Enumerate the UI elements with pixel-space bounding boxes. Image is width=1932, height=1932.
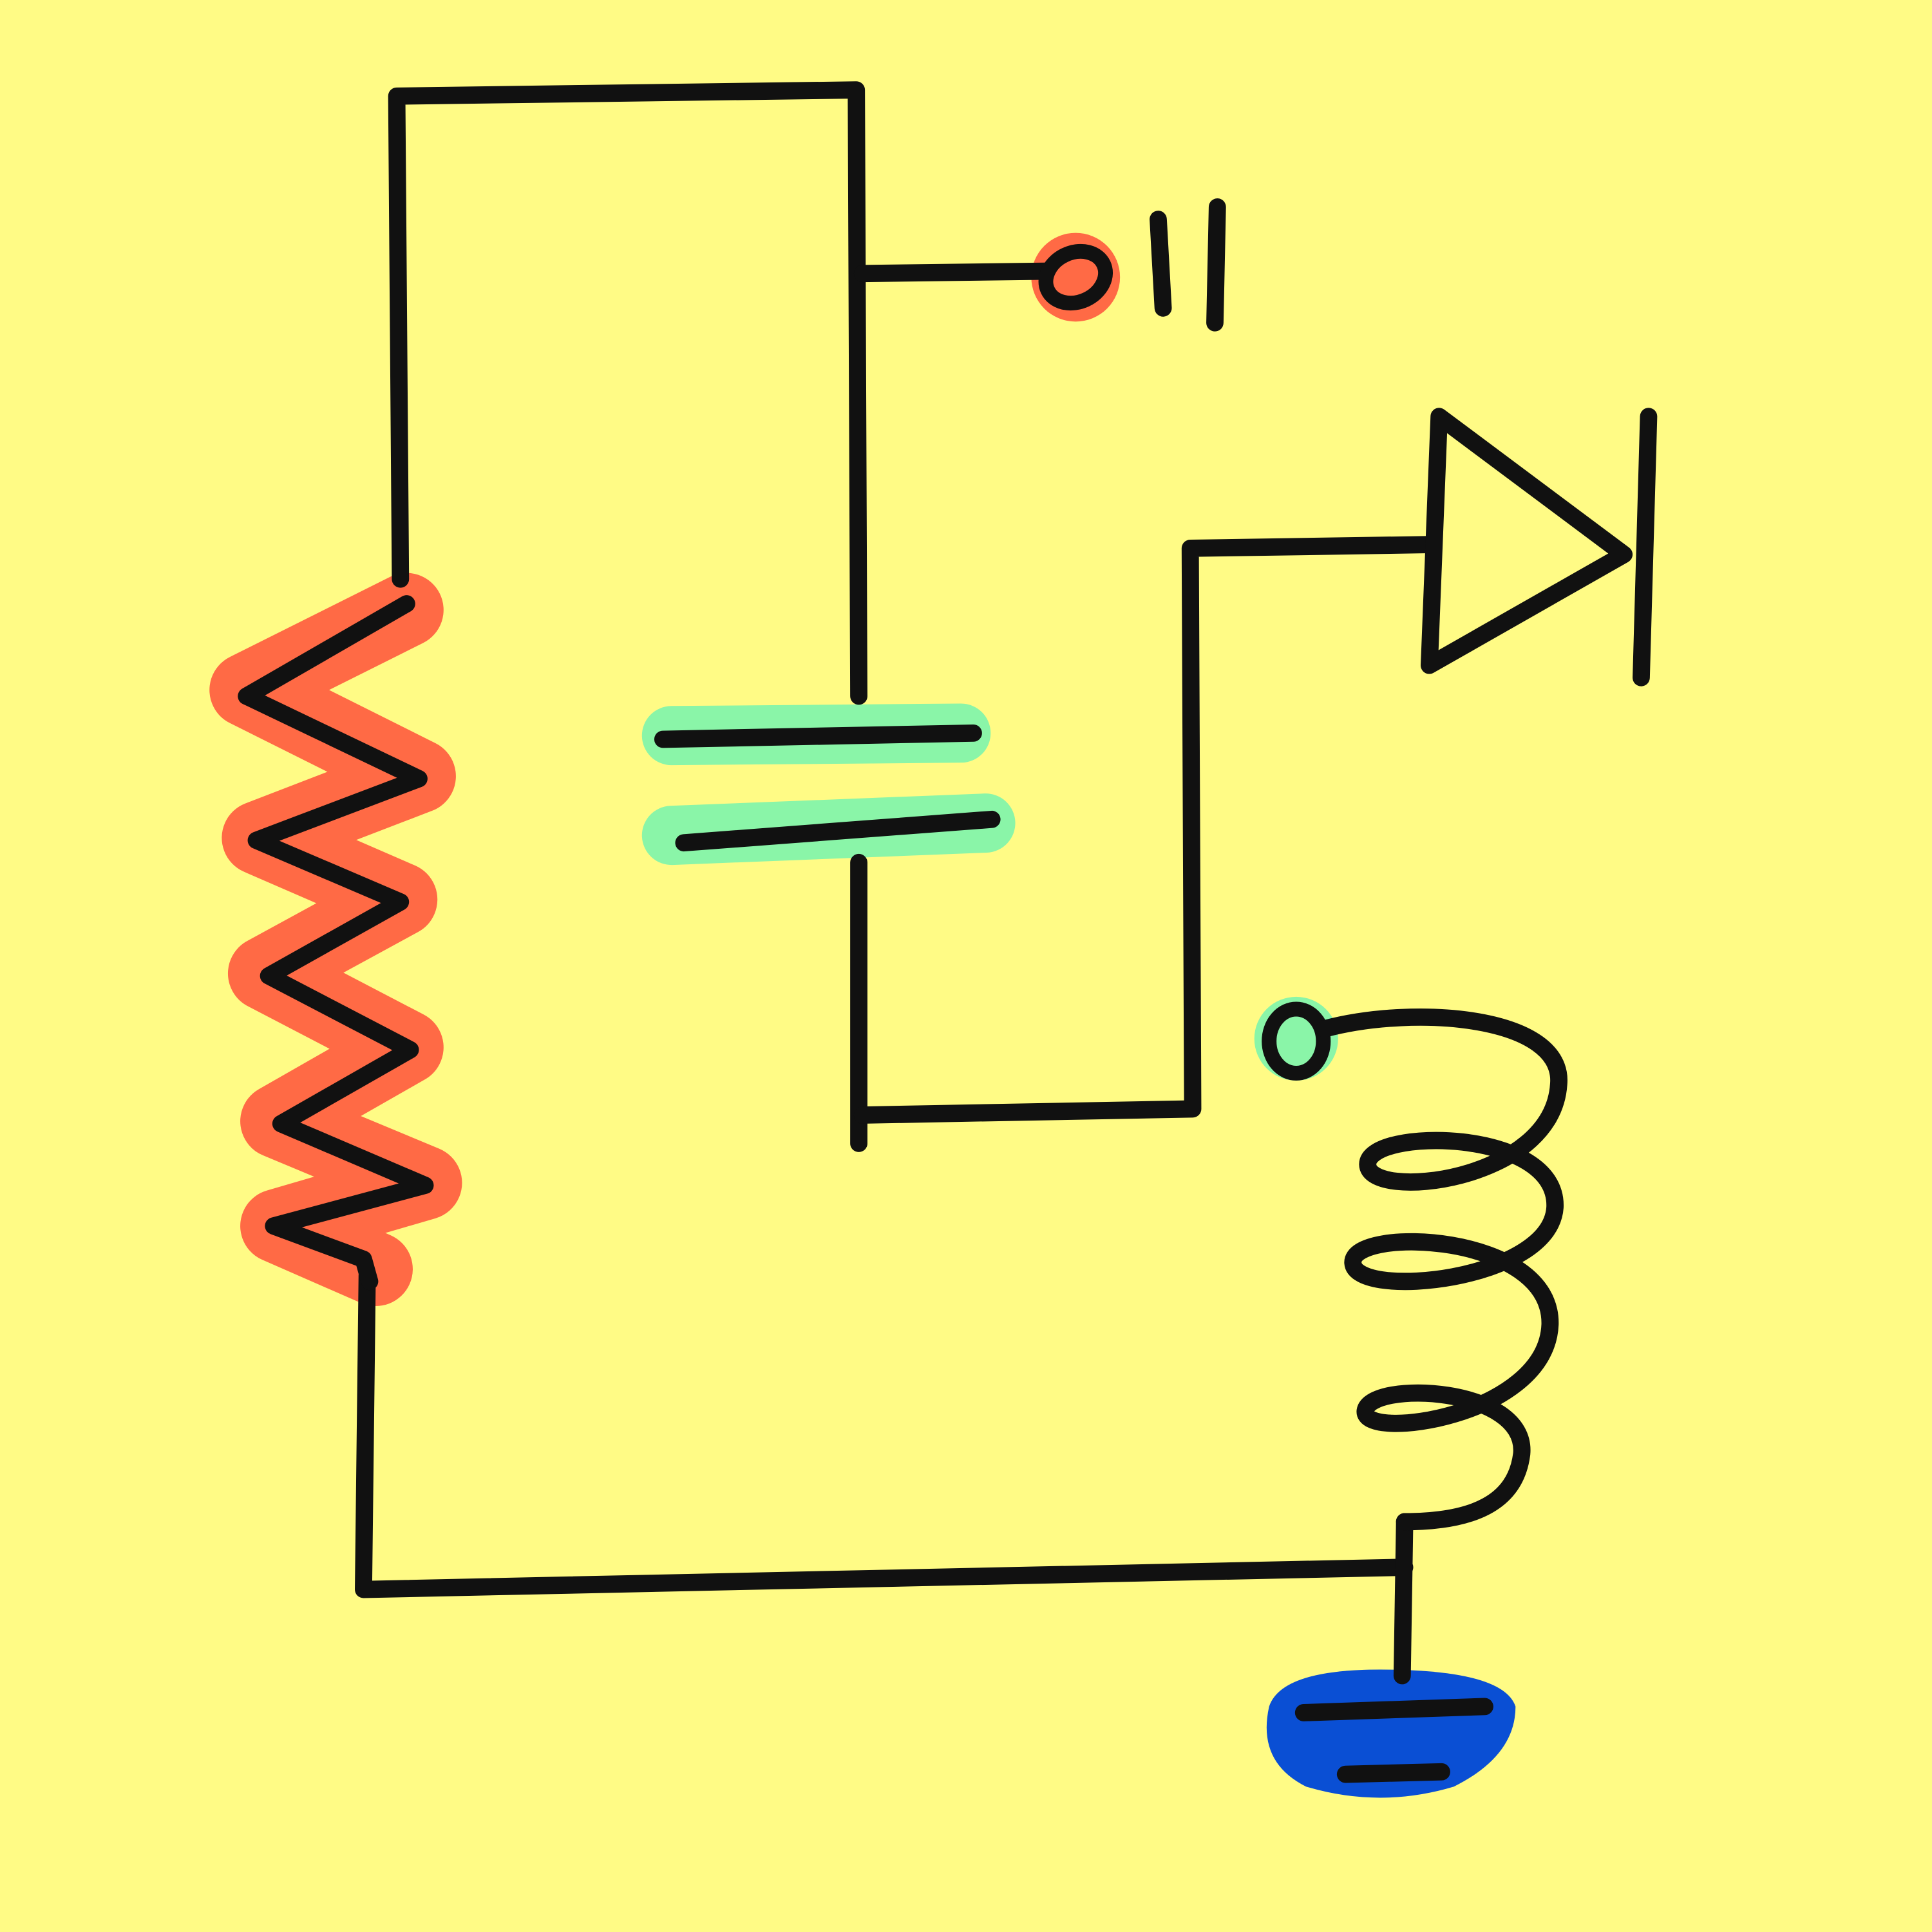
inductor xyxy=(1262,1001,1567,1531)
diode xyxy=(1420,408,1658,687)
terminal-top xyxy=(1038,198,1226,332)
resistor xyxy=(238,595,434,1291)
ground-symbol xyxy=(1294,1698,1493,1783)
wires xyxy=(355,81,1438,1685)
capacitor xyxy=(654,724,1001,852)
